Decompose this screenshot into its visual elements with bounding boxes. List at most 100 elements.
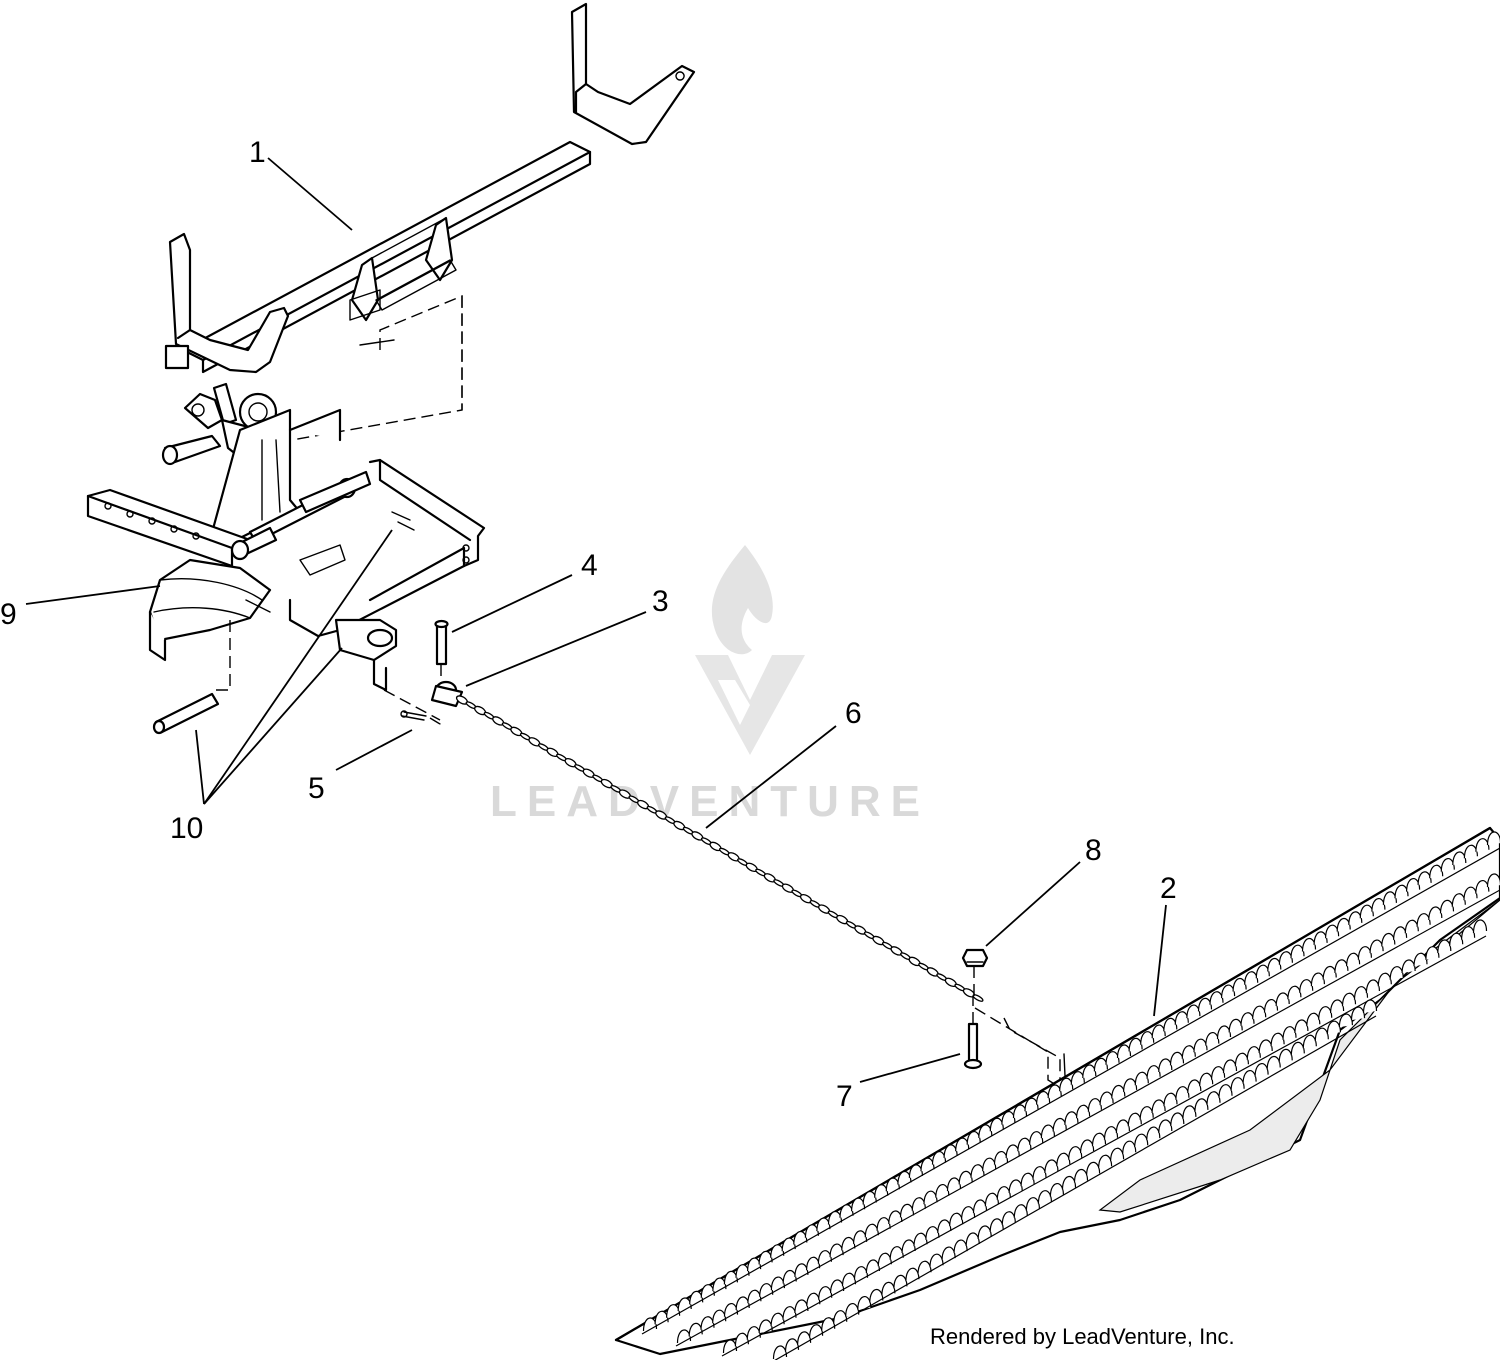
callout-1: 1 — [249, 136, 266, 169]
harrow-tooth — [1128, 1037, 1143, 1052]
harrow-tooth — [1116, 1044, 1132, 1059]
harrow-tooth — [1463, 886, 1478, 901]
harrow-tooth — [1439, 899, 1455, 914]
harrow-tooth — [1336, 917, 1351, 932]
part-7-bolt — [963, 996, 983, 1070]
harrow-tooth — [1012, 1104, 1028, 1119]
leader-7 — [859, 1053, 961, 1083]
harrow-tooth — [1318, 1006, 1333, 1020]
harrow-tooth — [1020, 1172, 1035, 1187]
harrow-tooth — [1044, 1159, 1059, 1174]
harrow-tooth — [1365, 979, 1380, 994]
harrow-tooth — [1334, 959, 1349, 973]
harrow-tooth — [1218, 1084, 1233, 1098]
harrow-tooth — [1216, 1025, 1232, 1040]
harrow-tooth — [1449, 932, 1464, 947]
harrow-tooth — [1194, 1098, 1209, 1112]
harrow-tooth — [809, 1324, 824, 1338]
harrow-tooth — [1294, 1019, 1309, 1034]
harrow-tooth — [1187, 1079, 1202, 1094]
harrow-tooth — [1091, 1132, 1107, 1147]
harrow-tooth — [1341, 992, 1357, 1007]
harrow-tooth — [1037, 1190, 1052, 1204]
part-2-drag-mat — [614, 826, 1500, 1360]
harrow-tooth — [1406, 878, 1421, 892]
harrow-tooth — [1287, 985, 1302, 1000]
tooth-row-bar — [774, 1015, 1377, 1360]
harrow-tooth — [1158, 1119, 1173, 1134]
watermark-text: LEADVENTURE — [490, 777, 930, 826]
harrow-tooth — [913, 1232, 928, 1247]
harrow-tooth — [885, 1177, 900, 1192]
leader-10b — [203, 647, 343, 805]
harrow-tooth — [1314, 1027, 1329, 1042]
harrow-tooth — [1325, 924, 1340, 939]
harrow-tooth — [1246, 1046, 1261, 1060]
harrow-tooth — [862, 1190, 877, 1205]
harrow-tooth — [1199, 1072, 1214, 1087]
harrow-tooth — [982, 1157, 997, 1172]
harrow-tooth — [1182, 1105, 1197, 1119]
harrow-tooth — [1463, 844, 1478, 859]
harrow-tooth — [1389, 966, 1404, 980]
harrow-tooth — [1206, 1091, 1221, 1105]
harrow-tooth — [1056, 1152, 1071, 1167]
harrow-tooth — [1047, 1084, 1062, 1099]
part-10-pin — [152, 692, 220, 735]
harrow-tooth — [1381, 932, 1396, 947]
harrow-tooth — [1080, 1139, 1095, 1154]
harrow-tooth — [908, 1164, 923, 1178]
harrow-tooth — [857, 1296, 872, 1310]
harrow-tooth — [1416, 913, 1431, 927]
harrow-tooth — [1425, 946, 1440, 960]
tooth-row-bar — [721, 935, 1487, 1357]
harrow-tooth — [1146, 1126, 1161, 1141]
harrow-tooth — [1073, 1168, 1089, 1183]
harrow-tooth — [958, 1170, 973, 1185]
harrow-tooth — [1486, 873, 1500, 888]
harrow-tooth — [1064, 1111, 1079, 1125]
harrow-tooth — [1475, 838, 1490, 852]
harrow-tooth — [700, 1284, 715, 1298]
harrow-tooth — [1134, 1133, 1149, 1148]
harrow-tooth — [1017, 1137, 1032, 1152]
harrow-tooth — [961, 1206, 976, 1220]
harrow-tooth — [1282, 1026, 1297, 1040]
harrow-tooth — [1475, 880, 1490, 894]
harrow-tooth — [794, 1299, 809, 1314]
part-9-hitch-assembly — [86, 382, 486, 721]
harrow-tooth — [793, 1230, 808, 1245]
harrow-tooth — [1230, 1077, 1245, 1091]
harrow-tooth — [881, 1281, 896, 1296]
harrow-tooth — [841, 1272, 857, 1287]
leader-1 — [267, 157, 353, 231]
harrow-tooth — [1197, 997, 1213, 1012]
harrow-tooth — [1472, 919, 1488, 934]
render-credit: Rendered by LeadVenture, Inc. — [930, 1324, 1235, 1349]
harrow-tooth — [1357, 946, 1372, 960]
harrow-tooth — [1181, 1045, 1196, 1059]
tooth-row — [641, 831, 1500, 1335]
harrow-tooth — [1255, 964, 1270, 979]
harrow-tooth — [1393, 926, 1408, 940]
part-1-support-bracket — [164, 2, 696, 441]
harrow-tooth — [1061, 1175, 1077, 1190]
leader-10a — [195, 729, 205, 805]
harrow-tooth — [1299, 979, 1314, 993]
harrow-tooth — [1070, 1071, 1085, 1085]
harrow-tooth — [1163, 1092, 1178, 1107]
harrow-tooth — [677, 1297, 692, 1312]
callout-6: 6 — [845, 697, 862, 730]
harrow-tooth — [1001, 1111, 1016, 1125]
harrow-tooth — [827, 1210, 843, 1225]
part-3-shackle — [430, 680, 464, 708]
harrow-tooth — [923, 1190, 938, 1205]
harrow-tooth — [1008, 1179, 1023, 1194]
harrow-tooth — [869, 1288, 884, 1303]
harrow-tooth — [1228, 1018, 1243, 1033]
harrow-tooth — [1310, 972, 1325, 987]
harrow-tooth — [888, 1210, 903, 1225]
harrow-tooth — [935, 1184, 950, 1198]
harrow-tooth — [1362, 999, 1378, 1014]
harrow-tooth — [989, 1117, 1004, 1132]
